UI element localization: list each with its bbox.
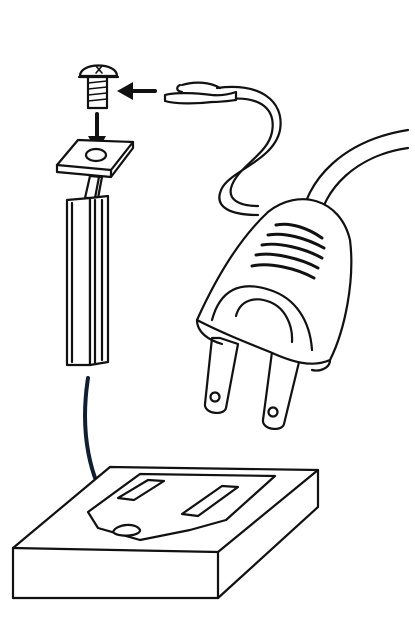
outlet-receptacle-icon <box>11 465 320 600</box>
screw-icon <box>77 64 120 110</box>
two-prong-plug-icon <box>195 198 353 430</box>
prong-blade-icon <box>55 138 135 367</box>
arrow-wire-to-screw <box>117 82 157 100</box>
wire-end-icon <box>163 81 238 105</box>
